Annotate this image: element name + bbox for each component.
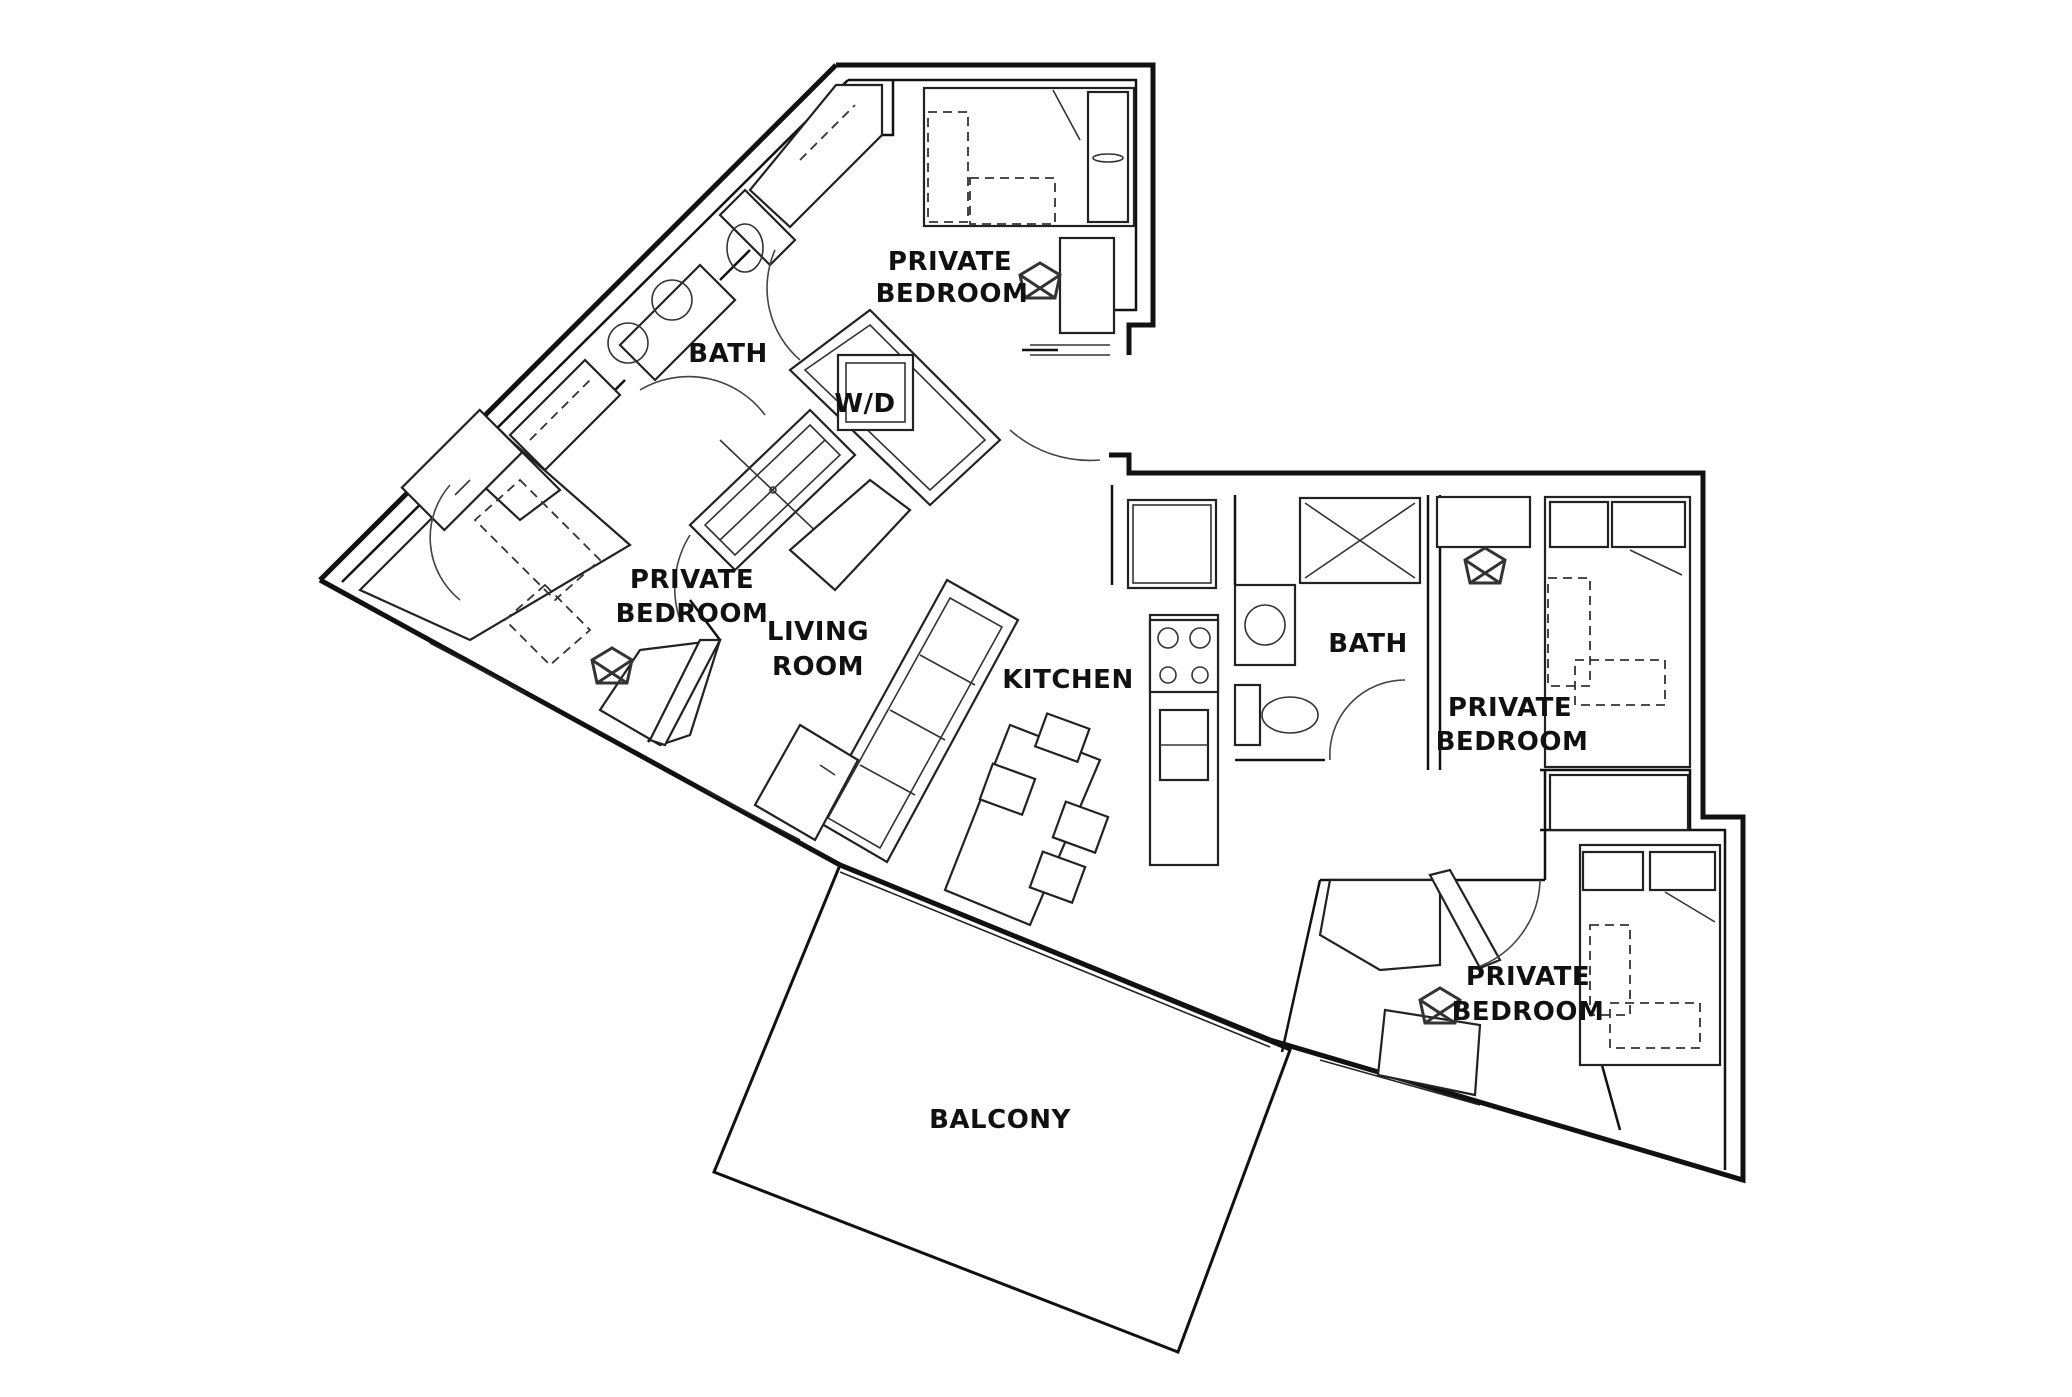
- bedroom-top-furniture: [922, 86, 1136, 356]
- kitchen-fixtures: [1126, 498, 1220, 867]
- label-bath-right: BATH: [1328, 629, 1407, 659]
- label-bedroom-right-lower-2: BEDROOM: [1452, 997, 1605, 1027]
- label-bedroom-right-upper-2: BEDROOM: [1436, 727, 1589, 757]
- bath-left-fixtures: [508, 83, 884, 472]
- label-living-room: LIVING: [767, 617, 869, 647]
- bedroom-right-upper-furniture: [1435, 495, 1692, 832]
- label-bedroom-top-2: BEDROOM: [876, 279, 1029, 309]
- label-balcony: BALCONY: [929, 1105, 1071, 1135]
- desk-chairs: [590, 261, 1507, 1025]
- label-bedroom-left: PRIVATE: [630, 565, 754, 595]
- living-room-sofa: [753, 578, 1020, 864]
- label-kitchen: KITCHEN: [1002, 665, 1133, 695]
- laundry-shower-core: [673, 308, 1101, 621]
- dining-set: [943, 712, 1110, 927]
- bedroom-left-furniture: [358, 408, 722, 747]
- balcony: [712, 863, 1292, 1354]
- label-living-room-2: ROOM: [772, 652, 864, 682]
- room-labels: PRIVATE BEDROOM BATH W/D PRIVATE BEDROOM…: [616, 247, 1605, 1135]
- label-bedroom-right-lower: PRIVATE: [1466, 962, 1590, 992]
- bedroom-right-lower-furniture: [1318, 843, 1722, 1097]
- label-bath-left: BATH: [688, 339, 767, 369]
- label-laundry: W/D: [834, 389, 895, 419]
- windows: [429, 642, 1481, 1106]
- label-bedroom-right-upper: PRIVATE: [1448, 693, 1572, 723]
- label-bedroom-left-2: BEDROOM: [616, 599, 769, 629]
- label-bedroom-top: PRIVATE: [888, 247, 1012, 277]
- bath-right-fixtures: [1233, 496, 1422, 761]
